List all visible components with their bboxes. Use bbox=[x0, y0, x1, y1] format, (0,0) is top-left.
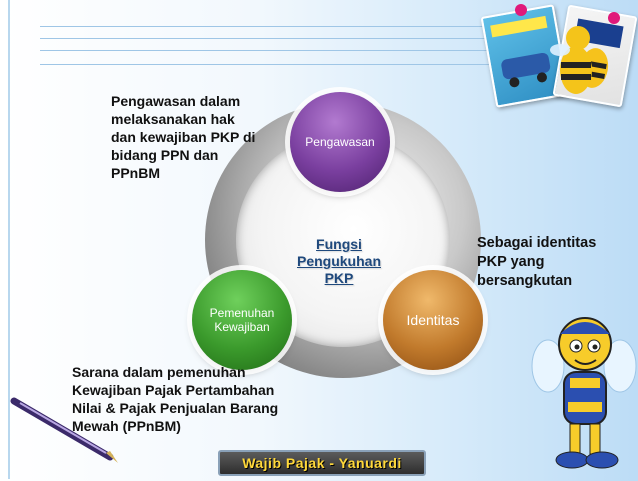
pen-icon bbox=[10, 395, 120, 470]
pushpin-icon bbox=[515, 4, 527, 16]
node-pengawasan-label: Pengawasan bbox=[305, 135, 375, 149]
header-rule-line bbox=[40, 64, 510, 65]
header-rule-line bbox=[40, 38, 510, 39]
header-rule-line bbox=[40, 26, 510, 27]
footer-banner: Wajib Pajak - Yanuardi bbox=[218, 450, 426, 476]
node-pemenuhan-kewajiban: Pemenuhan Kewajiban bbox=[192, 270, 292, 370]
book-cover-icon bbox=[480, 4, 570, 108]
pushpin-icon bbox=[608, 12, 620, 24]
bee-mascot-icon bbox=[530, 306, 638, 481]
description-pemenuhan: Sarana dalam pemenuhan Kewajiban Pajak P… bbox=[72, 364, 279, 434]
header-rule-line bbox=[40, 50, 510, 51]
description-identitas: Sebagai identitas PKP yang bersangkutan bbox=[477, 235, 597, 289]
description-pengawasan: Pengawasan dalam melaksanakan hak dan ke… bbox=[111, 93, 256, 181]
diagram-center-label: Fungsi Pengukuhan PKP bbox=[296, 236, 381, 286]
node-identitas: Identitas bbox=[383, 270, 483, 370]
footer-label: Wajib Pajak - Yanuardi bbox=[242, 455, 402, 471]
bee-mascot-icon bbox=[548, 10, 604, 111]
left-rule-line bbox=[8, 0, 10, 479]
node-pengawasan: Pengawasan bbox=[290, 92, 390, 192]
node-identitas-label: Identitas bbox=[406, 312, 460, 328]
node-pemenuhan-label: Pemenuhan Kewajiban bbox=[209, 306, 275, 334]
